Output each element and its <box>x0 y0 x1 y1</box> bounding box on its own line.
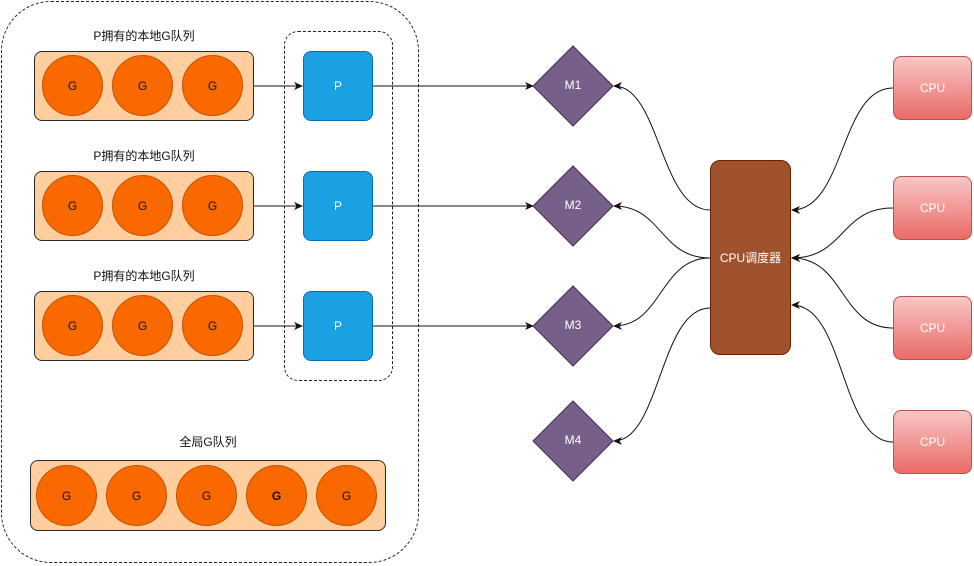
goroutine-node: G <box>176 465 237 526</box>
goroutine-node: G <box>112 55 173 116</box>
cpu-to-scheduler-arrow <box>791 87 894 214</box>
machine-label: M4 <box>564 433 582 447</box>
goroutine-node: G <box>182 175 243 236</box>
scheduler-to-machine-arrow <box>613 202 711 259</box>
processor-node: P <box>303 171 373 241</box>
goroutine-node: G <box>112 295 173 356</box>
processor-node: P <box>303 51 373 121</box>
goroutine-node: G <box>112 175 173 236</box>
cpu-node: CPU <box>893 56 972 120</box>
local-queue-title: P拥有的本地G队列 <box>93 149 195 163</box>
cpu-node: CPU <box>893 296 972 360</box>
cpu-node: CPU <box>893 410 972 474</box>
scheduler-to-machine-arrow <box>613 307 711 445</box>
scheduler-domain-container <box>1 1 419 563</box>
cpu-to-scheduler-arrow <box>791 254 894 329</box>
machine-node-m3 <box>532 285 614 367</box>
cpu-to-scheduler-arrow <box>791 301 894 443</box>
goroutine-node: G <box>246 465 307 526</box>
machine-label: M1 <box>564 78 582 92</box>
cpu-node: CPU <box>893 176 972 240</box>
goroutine-node: G <box>36 465 97 526</box>
global-queue-title: 全局G队列 <box>179 435 237 449</box>
cpu-to-scheduler-arrow <box>791 207 894 262</box>
machine-node-m2 <box>532 165 614 247</box>
goroutine-node: G <box>42 175 103 236</box>
local-queue-title: P拥有的本地G队列 <box>93 29 195 43</box>
goroutine-node: G <box>106 465 167 526</box>
goroutine-node: G <box>182 295 243 356</box>
goroutine-node: G <box>42 55 103 116</box>
machine-node-m1 <box>532 45 614 127</box>
local-queue-title: P拥有的本地G队列 <box>93 269 195 283</box>
cpu-scheduler: CPU调度器 <box>710 160 791 355</box>
scheduler-to-machine-arrow <box>613 82 711 211</box>
scheduler-to-machine-arrow <box>613 257 711 330</box>
goroutine-node: G <box>182 55 243 116</box>
machine-label: M2 <box>564 198 582 212</box>
machine-node-m4 <box>532 400 614 482</box>
processor-node: P <box>303 291 373 361</box>
machine-label: M3 <box>564 318 582 332</box>
goroutine-node: G <box>316 465 377 526</box>
goroutine-node: G <box>42 295 103 356</box>
